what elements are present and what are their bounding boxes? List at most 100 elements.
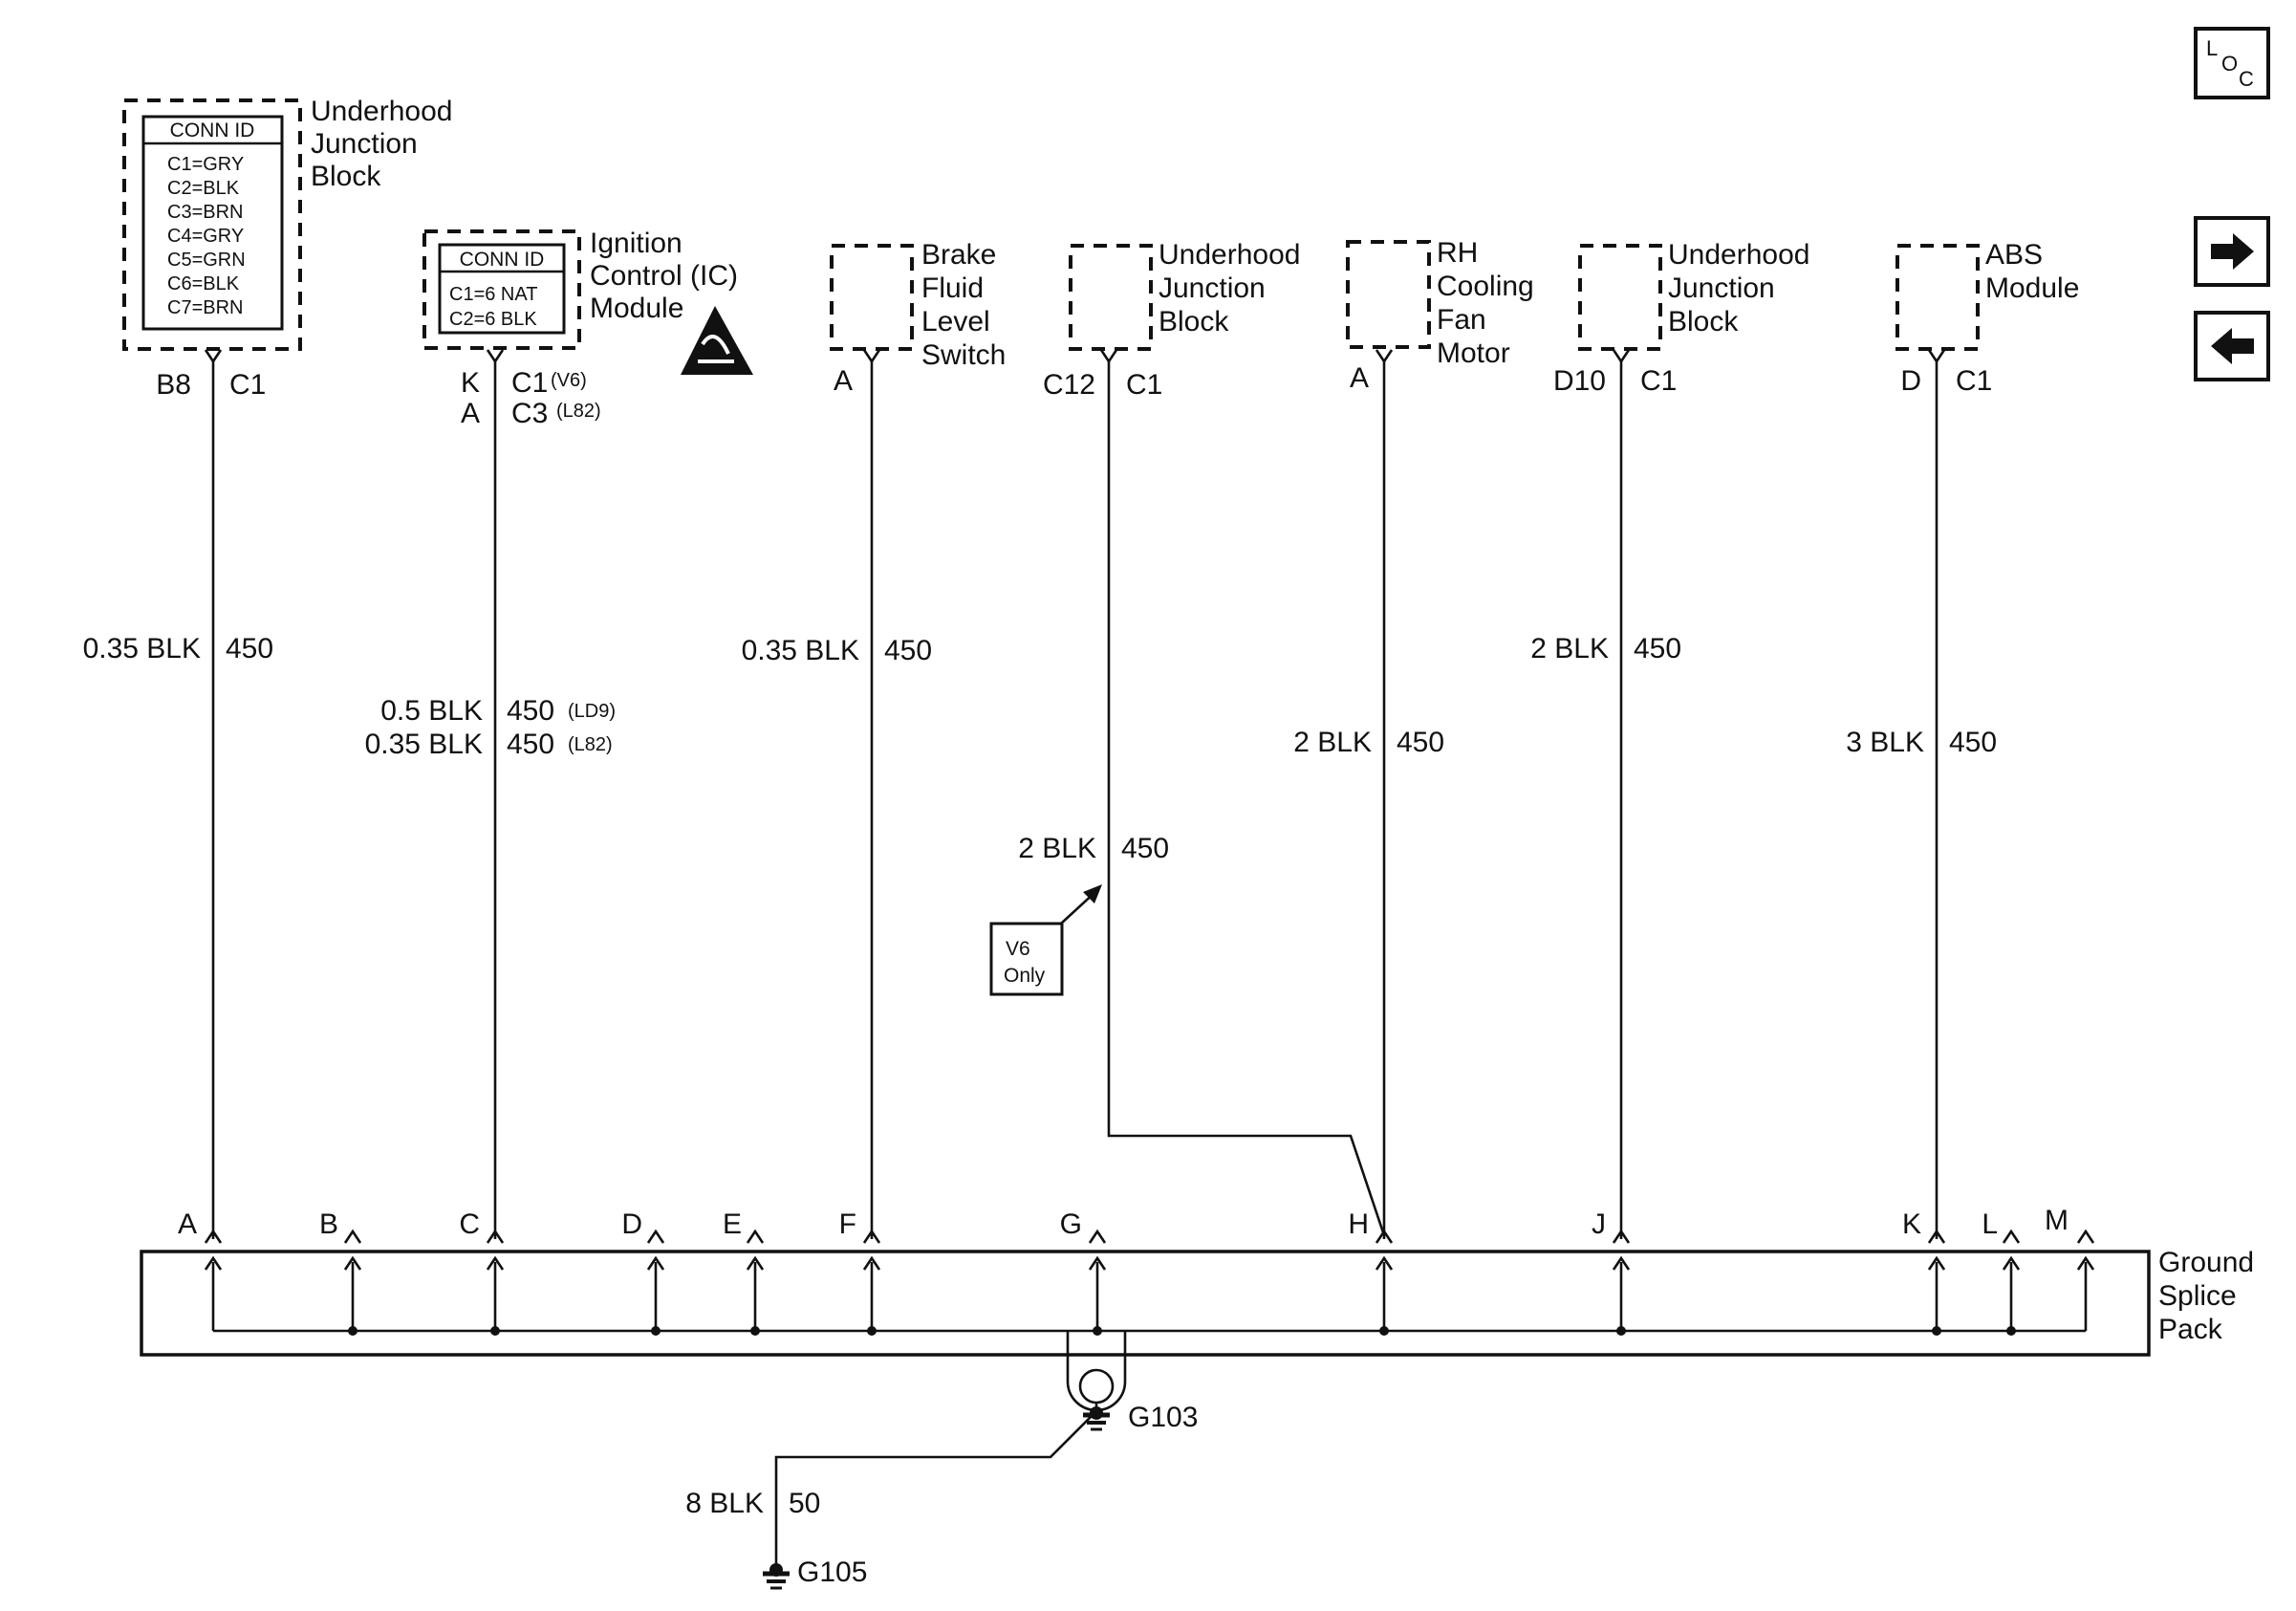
brake-switch-label: Brake — [921, 239, 996, 271]
ic-conn-1: C1 — [511, 367, 548, 399]
splice-pin-caret — [746, 1229, 765, 1244]
ujb-c12-conn: C1 — [1126, 369, 1162, 401]
brake-switch-label: Level — [921, 306, 990, 337]
wire-f-gauge: 0.35 BLK — [742, 635, 859, 666]
ujb-main-label: Underhood — [311, 96, 452, 127]
splice-junction-dot — [651, 1326, 661, 1336]
ujb-main-label: Junction — [311, 128, 418, 160]
wire-c-note-ld9: (LD9) — [568, 701, 616, 722]
splice-pin-label: F — [839, 1208, 856, 1240]
wires — [211, 361, 1939, 1239]
arrow-left-icon — [2211, 328, 2254, 364]
splice-arrow — [1612, 1255, 1631, 1271]
splice-pin-caret — [862, 1229, 881, 1244]
splice-junction-dot — [1379, 1326, 1389, 1336]
brake-switch-pin: A — [834, 365, 853, 397]
wire-h-gauge: 2 BLK — [1293, 727, 1372, 758]
loc-button[interactable]: L O C — [2194, 27, 2270, 99]
splice-pin-label: G — [1060, 1208, 1082, 1240]
wire-h-circuit: 450 — [1397, 727, 1444, 758]
rh-fan-label: RH — [1437, 237, 1478, 269]
rh-fan-label: Motor — [1437, 337, 1510, 369]
ujb-main-conn-row: C3=BRN — [167, 202, 243, 223]
splice-pin-caret — [204, 1229, 223, 1244]
splice-junction-dot — [2006, 1326, 2016, 1336]
splice-pack-label: Ground — [2158, 1247, 2254, 1278]
splice-arrow — [746, 1255, 765, 1271]
splice-arrow — [486, 1255, 505, 1271]
wire-g-circuit: 450 — [1121, 833, 1169, 864]
loc-letter-c: C — [2239, 67, 2254, 91]
abs-module-pin: D — [1900, 365, 1921, 397]
ic-conn-1-note: (V6) — [551, 370, 587, 391]
brake-switch-label: Switch — [921, 339, 1006, 371]
splice-pin-label: L — [1982, 1208, 1998, 1240]
ic-conn-2-note: (L82) — [556, 401, 601, 422]
splice-junction-dot — [348, 1326, 357, 1336]
v6-only-line2: Only — [1004, 965, 1046, 987]
splice-pin-label: C — [459, 1208, 480, 1240]
wire-k-circuit: 450 — [1949, 727, 1997, 758]
ujb-d10-label: Block — [1668, 306, 1739, 337]
splice-carets — [204, 1229, 2095, 1244]
splice-pin-label: J — [1592, 1208, 1606, 1240]
wire-k-gauge: 3 BLK — [1846, 727, 1924, 758]
ujb-d10-conn: C1 — [1640, 365, 1677, 397]
prev-page-button[interactable] — [2194, 311, 2270, 381]
splice-junction-dot — [1616, 1326, 1626, 1336]
splice-pin-label: H — [1348, 1208, 1369, 1240]
abs-module-component: ABS Module D C1 — [1895, 239, 2079, 397]
esd-warning-icon — [681, 306, 753, 375]
ujb-main-conn-row: C6=BLK — [167, 273, 240, 294]
ujb-main-pin: B8 — [156, 369, 191, 401]
splice-pin-caret — [1927, 1229, 1946, 1244]
wire-j-gauge: 2 BLK — [1530, 633, 1609, 664]
splice-junction-dot — [867, 1326, 877, 1336]
ujb-main-conn-row: C1=GRY — [167, 154, 244, 175]
ujb-c12-pin: C12 — [1043, 369, 1095, 401]
abs-module-label: ABS — [1985, 239, 2043, 271]
splice-junction-dot — [1093, 1326, 1102, 1336]
brake-switch-component: Brake Fluid Level Switch A — [830, 239, 1006, 397]
splice-arrow — [1088, 1255, 1107, 1271]
splice-junction-dot — [1932, 1326, 1941, 1336]
ic-module-component: CONN ID C1=6 NAT C2=6 BLK Ignition Contr… — [422, 228, 753, 429]
rh-fan-component: RH Cooling Fan Motor A — [1346, 237, 1534, 394]
splice-arrow — [646, 1255, 665, 1271]
next-page-button[interactable] — [2194, 216, 2270, 287]
wire-c-circuit-ld9: 450 — [507, 695, 554, 727]
ujb-main-component: CONN ID C1=GRY C2=BLK C3=BRN C4=GRY C5=G… — [122, 96, 452, 401]
ic-module-label: Module — [590, 293, 683, 324]
wire-c-circuit-l82: 450 — [507, 729, 554, 760]
ujb-c12-component: Underhood Junction Block C12 C1 — [1043, 239, 1301, 401]
ic-conn-row: C2=6 BLK — [449, 309, 537, 330]
splice-pin-caret — [1612, 1229, 1631, 1244]
ground-splice-pack: Ground Splice Pack A B C D E F G H J K L… — [140, 1205, 2254, 1357]
wire-g-gauge: 2 BLK — [1018, 833, 1096, 864]
ujb-c12-label: Block — [1159, 306, 1229, 337]
splice-arrow — [1375, 1255, 1394, 1271]
loc-letter-o: O — [2221, 52, 2238, 76]
splice-arrow — [343, 1255, 362, 1271]
ic-conn-row: C1=6 NAT — [449, 284, 537, 305]
ground-wire-circuit: 50 — [789, 1488, 820, 1519]
wire-f-circuit: 450 — [884, 635, 932, 666]
ground-wire-labels: 8 BLK 50 — [685, 1488, 820, 1519]
loc-letter-l: L — [2206, 36, 2218, 60]
ic-conn-id-table — [438, 243, 566, 335]
splice-pack-label: Splice — [2158, 1280, 2237, 1312]
splice-arrow — [2002, 1255, 2021, 1271]
splice-pin-caret — [2076, 1229, 2095, 1244]
v6-only-line1: V6 — [1006, 938, 1030, 960]
splice-junction-dot — [750, 1326, 760, 1336]
ujb-c12-label: Junction — [1159, 272, 1266, 304]
ic-pin-1: K — [461, 367, 480, 399]
splice-pin-label: E — [723, 1208, 742, 1240]
splice-pin-label: K — [1902, 1208, 1921, 1240]
ujb-d10-pin: D10 — [1553, 365, 1606, 397]
ujb-main-conn-row: C4=GRY — [167, 226, 244, 247]
splice-pin-caret — [2002, 1229, 2021, 1244]
ujb-main-label: Block — [311, 161, 381, 192]
wire-labels: 0.35 BLK 450 0.5 BLK 450 (LD9) 0.35 BLK … — [83, 633, 1998, 864]
